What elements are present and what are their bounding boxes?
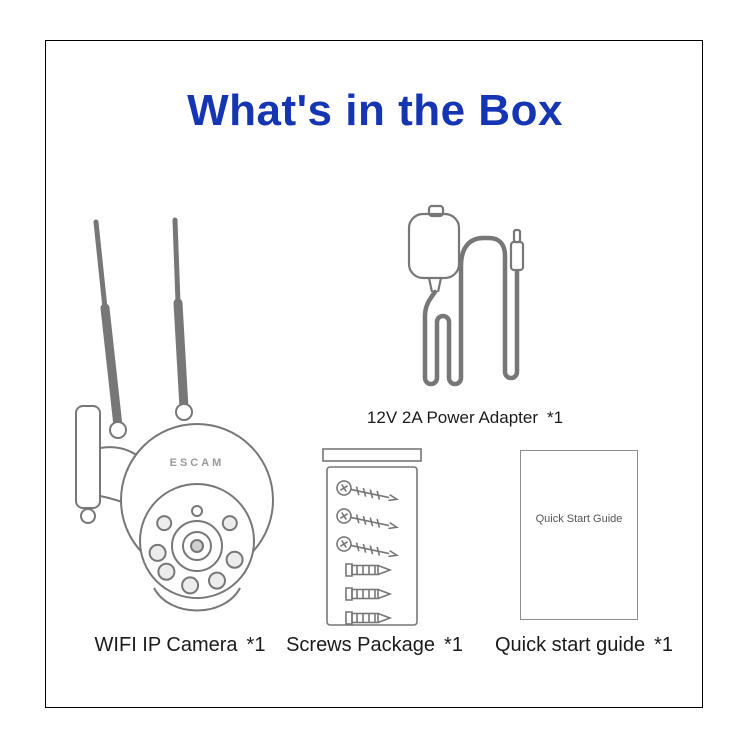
power-adapter-icon	[407, 204, 525, 387]
guide-label-text: Quick start guide	[495, 634, 646, 656]
strain-relief	[427, 277, 443, 293]
camera-icon: ESCAM	[75, 217, 274, 612]
screws-label: Screws Package *1	[272, 634, 477, 657]
wall-anchor-icon	[345, 563, 393, 577]
wall-anchor-icon	[345, 587, 393, 601]
antenna-right-icon	[172, 217, 189, 413]
power-adapter-illustration	[385, 202, 545, 407]
border-frame	[45, 40, 703, 708]
wall-anchor-icon	[345, 611, 393, 625]
guide-cover-text: Quick Start Guide	[535, 513, 623, 525]
camera-brand-text: ESCAM	[170, 457, 225, 469]
screw-icon	[336, 536, 400, 558]
power-cable	[422, 235, 520, 387]
adapter-label: 12V 2A Power Adapter *1	[345, 408, 585, 428]
guide-qty: *1	[654, 634, 673, 656]
camera-illustration: ESCAM	[72, 208, 282, 633]
adapter-nub	[427, 204, 445, 218]
camera-label-text: WIFI IP Camera	[94, 634, 238, 656]
screws-package-illustration	[322, 448, 422, 628]
screws-label-text: Screws Package	[286, 634, 436, 656]
screw-icon	[336, 480, 400, 502]
camera-base	[153, 587, 241, 612]
page-title: What's in the Box	[187, 86, 563, 135]
adapter-label-text: 12V 2A Power Adapter	[366, 408, 538, 427]
screws-package-icon	[322, 448, 422, 626]
led-ring-icon	[148, 515, 244, 595]
adapter-body	[407, 212, 461, 280]
quick-start-guide-illustration: Quick Start Guide	[520, 450, 638, 620]
package-top-bar	[322, 448, 422, 462]
camera-label: WIFI IP Camera *1	[55, 634, 305, 657]
package-panel	[326, 466, 418, 626]
adapter-qty: *1	[546, 408, 564, 427]
antenna-left-icon	[93, 219, 123, 431]
guide-label: Quick start guide *1	[478, 634, 690, 657]
camera-qty: *1	[246, 634, 266, 656]
plug-barrel	[509, 240, 525, 272]
plug-tip	[512, 228, 522, 244]
screw-icon	[336, 508, 400, 530]
screws-qty: *1	[444, 634, 463, 656]
camera-lens-icon	[171, 505, 223, 572]
